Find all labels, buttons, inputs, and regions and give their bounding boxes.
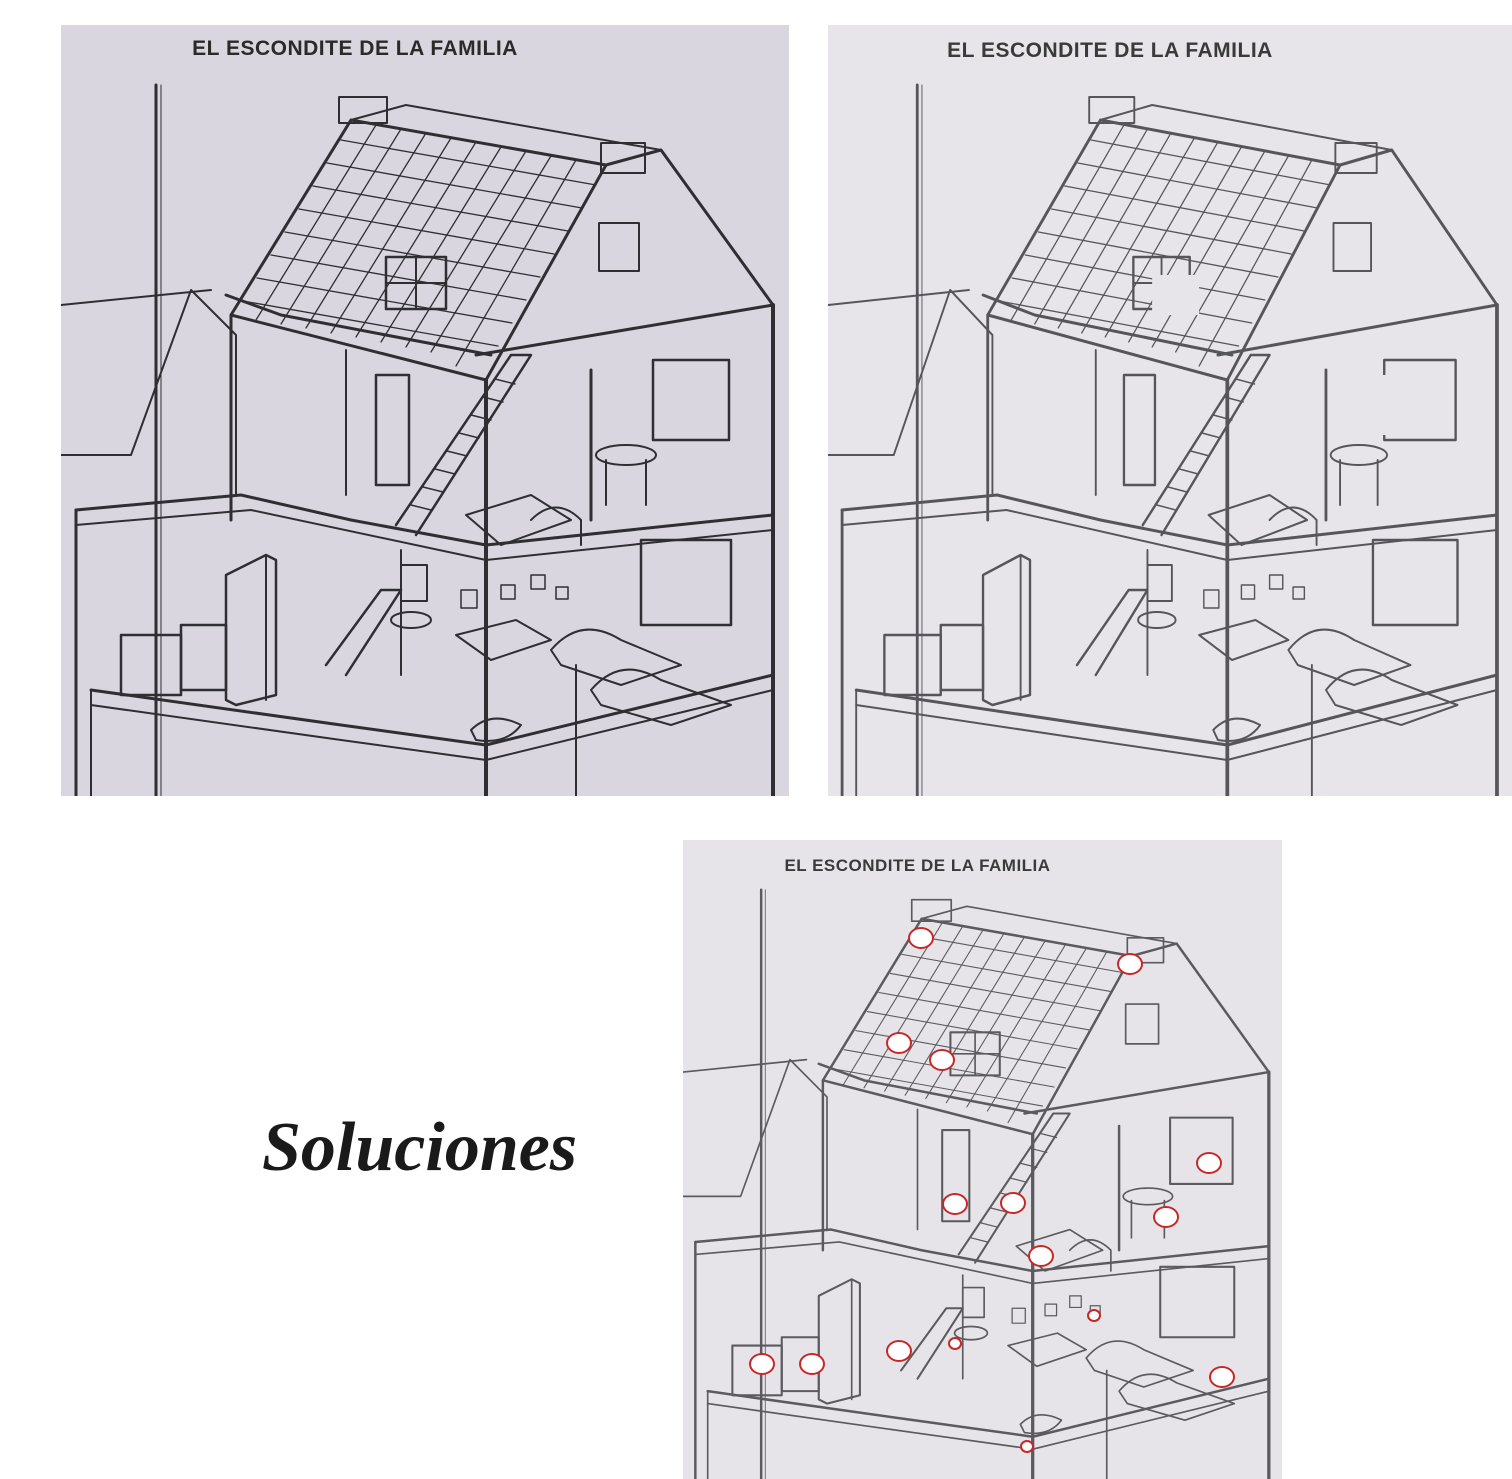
house-drawing-modified <box>828 83 1499 796</box>
house-drawing-original <box>61 83 775 796</box>
difference-marker[interactable] <box>1020 1440 1034 1453</box>
difference-marker[interactable] <box>1087 1309 1101 1322</box>
difference-marker[interactable] <box>1000 1192 1026 1214</box>
puzzle-title-original: EL ESCONDITE DE LA FAMILIA <box>192 37 518 60</box>
original-image-panel[interactable]: EL ESCONDITE DE LA FAMILIA <box>61 25 789 796</box>
difference-marker[interactable] <box>942 1193 968 1215</box>
difference-marker[interactable] <box>908 927 934 949</box>
house-drawing-solution <box>683 888 1271 1479</box>
difference-marker[interactable] <box>1028 1245 1054 1267</box>
difference-marker[interactable] <box>886 1032 912 1054</box>
puzzle-title-solution: EL ESCONDITE DE LA FAMILIA <box>784 856 1051 875</box>
puzzle-title-modified: EL ESCONDITE DE LA FAMILIA <box>947 39 1273 62</box>
difference-marker[interactable] <box>749 1353 775 1375</box>
difference-marker[interactable] <box>1117 953 1143 975</box>
solutions-label: Soluciones <box>262 1109 578 1186</box>
difference-marker[interactable] <box>1209 1366 1235 1388</box>
difference-marker[interactable] <box>929 1049 955 1071</box>
difference-marker[interactable] <box>948 1337 962 1350</box>
difference-marker[interactable] <box>799 1353 825 1375</box>
difference-marker[interactable] <box>886 1340 912 1362</box>
difference-marker[interactable] <box>1196 1152 1222 1174</box>
difference-marker[interactable] <box>1153 1206 1179 1228</box>
solution-image-panel[interactable]: EL ESCONDITE DE LA FAMILIA <box>683 840 1282 1479</box>
modified-image-panel[interactable]: EL ESCONDITE DE LA FAMILIA <box>828 25 1512 796</box>
